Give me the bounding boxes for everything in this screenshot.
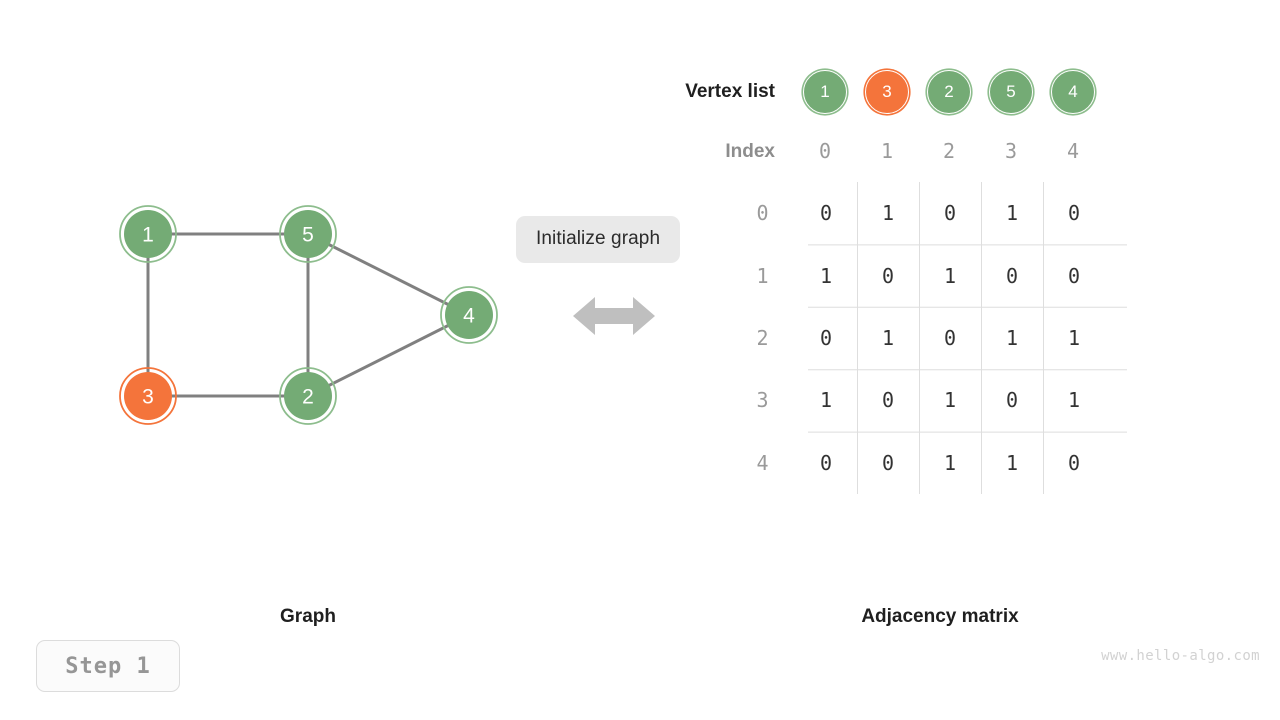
graph-node-body xyxy=(124,210,172,258)
vertex-list-label: Vertex list xyxy=(685,81,775,102)
matrix-row-label: 1 xyxy=(756,263,769,288)
graph-node[interactable]: 1 xyxy=(119,205,177,263)
graph-node-ring xyxy=(279,205,337,263)
graph-node-ring xyxy=(119,367,177,425)
vertex-chip-label: 2 xyxy=(944,82,954,101)
matrix-cell[interactable]: 0 xyxy=(881,263,895,288)
matrix-cell[interactable]: 0 xyxy=(1005,388,1019,413)
index-cell: 4 xyxy=(1066,139,1080,163)
matrix-cell[interactable]: 1 xyxy=(819,263,833,288)
vertex-chip-label: 5 xyxy=(1006,82,1016,101)
graph-node-body xyxy=(284,372,332,420)
vertex-chip-label: 1 xyxy=(820,82,830,101)
matrix-cell[interactable]: 0 xyxy=(943,201,957,226)
step-badge: Step 1 xyxy=(36,640,180,692)
matrix-row: 1 1 0 1 0 0 xyxy=(730,244,1220,306)
matrix-row-label: 2 xyxy=(756,325,769,350)
vertex-chip[interactable]: 3 xyxy=(865,70,909,114)
graph-caption: Graph xyxy=(280,606,336,627)
watermark: www.hello-algo.com xyxy=(1101,648,1260,664)
matrix-cell[interactable]: 0 xyxy=(819,325,833,350)
graph-node-label: 3 xyxy=(142,386,154,409)
vertex-chip-label: 4 xyxy=(1068,82,1078,101)
graph-node-label: 5 xyxy=(302,224,314,247)
operation-badge: Initialize graph xyxy=(516,216,681,263)
matrix-cell[interactable]: 1 xyxy=(881,325,895,350)
graph-node-body xyxy=(124,372,172,420)
matrix-caption: Adjacency matrix xyxy=(861,606,1019,627)
graph-node-body xyxy=(284,210,332,258)
graph-svg: 1 5 4 3 2 xyxy=(119,205,498,425)
graph-panel: 1 5 4 3 2 xyxy=(0,0,520,560)
matrix-cell[interactable]: 1 xyxy=(943,263,957,288)
graph-node-body xyxy=(445,291,493,339)
matrix-cell[interactable]: 0 xyxy=(819,201,833,226)
matrix-cell[interactable]: 0 xyxy=(881,388,895,413)
matrix-row-label: 3 xyxy=(756,388,769,413)
graph-node-label: 4 xyxy=(463,305,475,328)
matrix-cell[interactable]: 1 xyxy=(943,388,957,413)
matrix-cell[interactable]: 1 xyxy=(943,450,957,475)
graph-node-ring xyxy=(119,205,177,263)
matrix-row: 4 0 0 1 1 0 xyxy=(730,432,1220,494)
matrix-cell[interactable]: 1 xyxy=(1067,325,1081,350)
matrix-row: 0 0 1 0 1 0 xyxy=(730,182,1220,244)
matrix-rows: 0 0 1 0 1 0 1 1 0 1 0 0 2 0 1 0 1 1 3 1 0 1 0 1 4 0 0 1 1 0 xyxy=(730,182,1220,494)
index-cell: 2 xyxy=(942,139,956,163)
graph-node[interactable]: 5 xyxy=(279,205,337,263)
matrix-cell[interactable]: 1 xyxy=(881,201,895,226)
matrix-cell[interactable]: 1 xyxy=(1067,388,1081,413)
graph-node-ring xyxy=(279,367,337,425)
vertex-chip[interactable]: 1 xyxy=(803,70,847,114)
matrix-cell[interactable]: 0 xyxy=(1067,263,1081,288)
matrix-cell[interactable]: 1 xyxy=(1005,325,1019,350)
vertex-chip[interactable]: 5 xyxy=(989,70,1033,114)
index-label: Index xyxy=(725,141,775,162)
matrix-cell[interactable]: 0 xyxy=(881,450,895,475)
matrix-gridlines xyxy=(808,182,1127,494)
graph-node[interactable]: 4 xyxy=(440,286,498,344)
graph-edge xyxy=(307,313,470,398)
graph-node-label: 1 xyxy=(142,224,154,247)
graph-node[interactable]: 3 xyxy=(119,367,177,425)
graph-node-label: 2 xyxy=(302,386,314,409)
vertex-chip-label: 3 xyxy=(882,82,892,101)
double-arrow-horizontal-icon xyxy=(573,297,655,335)
matrix-grid: 0 0 1 0 1 0 1 1 0 1 0 0 2 0 1 0 1 1 3 1 0 1 0 1 4 0 0 1 1 0 xyxy=(730,182,1220,498)
matrix-cell[interactable]: 0 xyxy=(1067,450,1081,475)
graph-edge xyxy=(307,232,470,317)
matrix-row: 2 0 1 0 1 1 xyxy=(730,307,1220,369)
vertex-chip[interactable]: 4 xyxy=(1051,70,1095,114)
matrix-row-label: 4 xyxy=(756,450,769,475)
matrix-cell[interactable]: 1 xyxy=(1005,201,1019,226)
matrix-cell[interactable]: 0 xyxy=(819,450,833,475)
vertex-list-chips: 1 3 2 5 4 xyxy=(803,70,1095,114)
graph-node-ring xyxy=(440,286,498,344)
index-cell: 1 xyxy=(880,139,894,163)
matrix-cell[interactable]: 0 xyxy=(1067,201,1081,226)
index-row: 0 1 2 3 4 xyxy=(803,139,1095,163)
matrix-cell[interactable]: 0 xyxy=(1005,263,1019,288)
graph-node[interactable]: 2 xyxy=(279,367,337,425)
matrix-cell[interactable]: 0 xyxy=(943,325,957,350)
matrix-cell[interactable]: 1 xyxy=(1005,450,1019,475)
matrix-row: 3 1 0 1 0 1 xyxy=(730,369,1220,431)
matrix-cell[interactable]: 1 xyxy=(819,388,833,413)
vertex-chip[interactable]: 2 xyxy=(927,70,971,114)
matrix-row-label: 0 xyxy=(756,201,769,226)
index-cell: 3 xyxy=(1004,139,1018,163)
index-cell: 0 xyxy=(818,139,832,163)
